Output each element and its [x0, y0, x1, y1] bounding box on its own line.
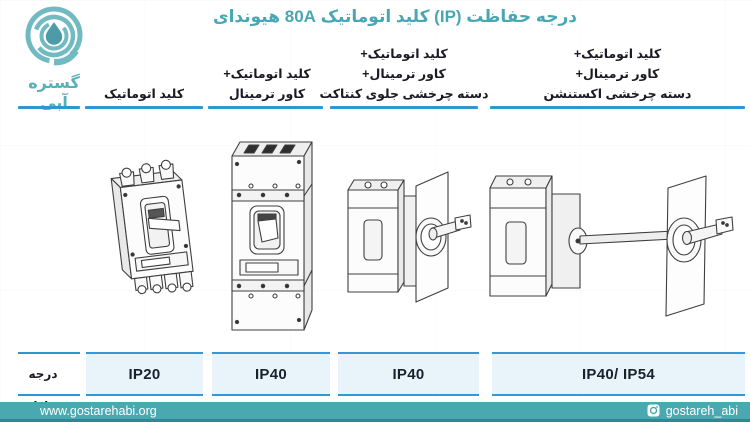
mccb-basic-illustration: [110, 159, 194, 295]
header-underline: [330, 106, 478, 109]
header-line: کاور ترمینال: [228, 87, 306, 101]
column-header-4: کلید اتوماتیک+ کاور ترمینال+ دسته چرخشی …: [490, 38, 745, 104]
header-line: کلید اتوماتیک+: [360, 47, 448, 61]
header-line: کلید اتوماتیک: [104, 87, 185, 101]
header-line: کاور ترمینال+: [575, 67, 660, 81]
header-line: دسته چرخشی جلوی کنتاکت: [319, 87, 489, 101]
website-link[interactable]: www.gostarehabi.org: [40, 403, 157, 418]
header-line: دسته چرخشی اکستنشن: [543, 87, 692, 101]
header-line: کاور ترمینال+: [362, 67, 446, 81]
footer-bar: www.gostarehabi.org gostareh_abi: [0, 402, 750, 422]
header-underline: [490, 106, 745, 109]
brand-logo: گستره آبی: [14, 5, 94, 113]
ip-value-col4: IP40/ IP54: [492, 352, 745, 396]
mccb-terminal-cover-illustration: [231, 141, 313, 331]
header-line: کلید اتوماتیک+: [223, 67, 311, 81]
top-terminals: [119, 159, 175, 187]
column-header-1: کلید اتوماتیک: [85, 38, 203, 104]
column-header-3: کلید اتوماتیک+ کاور ترمینال+ دسته چرخشی …: [319, 38, 488, 104]
water-drop-spiral-icon: [25, 6, 83, 66]
ip-value-col1: IP20: [86, 352, 203, 396]
header-underline: [208, 106, 323, 109]
instagram-handle[interactable]: gostareh_abi: [665, 403, 738, 418]
water-drop: [45, 22, 63, 45]
header-underline: [18, 106, 80, 109]
instagram-icon: [647, 404, 660, 417]
ip-value-col2: IP40: [212, 352, 330, 396]
ip-label-bottom-line: [18, 394, 80, 396]
column-header-2: کلید اتوماتیک+ کاور ترمینال: [208, 38, 326, 104]
mccb-front-rotary-illustration: [347, 171, 472, 303]
mccb-extension-rotary-illustration: [489, 175, 734, 317]
page-title: درجه حفاظت (IP) کلید اتوماتیک 80A هیوندا…: [213, 7, 577, 26]
header-line: کلید اتوماتیک+: [573, 47, 662, 61]
bottom-terminals: [133, 270, 194, 295]
ip-label-top-line: [18, 352, 80, 354]
ip-value-col3: IP40: [338, 352, 479, 396]
header-underline: [85, 106, 203, 109]
